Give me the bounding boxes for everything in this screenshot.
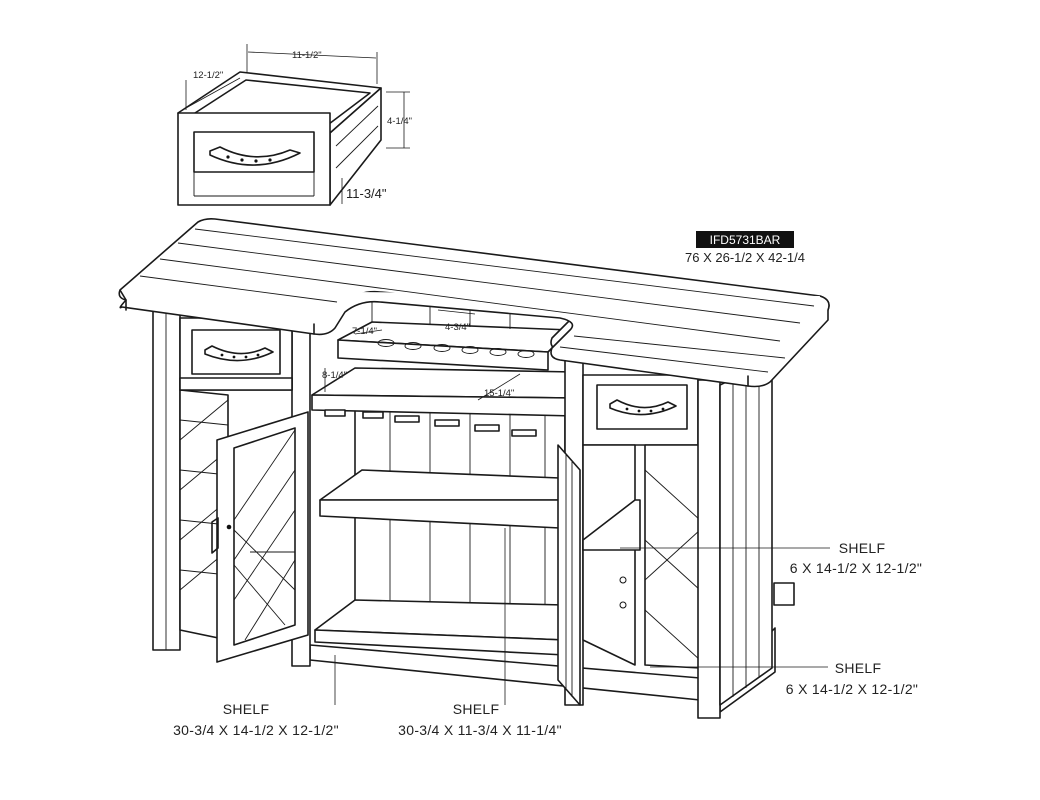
shelf-callout-center-bottom: SHELF 30-3/4 X 14-1/2 X 12-1/2" <box>173 701 339 738</box>
shelf-callout-center-middle: SHELF 30-3/4 X 11-3/4 X 11-1/4" <box>398 701 562 738</box>
overall-size: 76 X 26-1/2 X 42-1/4 <box>685 250 805 265</box>
drawer-width-dim: 11-1/2" <box>292 50 322 61</box>
right-cabinet <box>582 374 701 669</box>
glass-rack-width-dim: 15-1/4" <box>484 388 514 399</box>
shelf-label: SHELF <box>839 540 886 556</box>
shelf-size: 30-3/4 X 14-1/2 X 12-1/2" <box>173 722 339 738</box>
product-code: IFD5731BAR <box>710 233 781 247</box>
right-door <box>557 444 595 706</box>
bottle-holder <box>337 300 571 371</box>
drawer-detail: 11-1/2" 12-1/2" 4-1/4" 11-3/4" <box>177 44 412 206</box>
shelf-size: 6 X 14-1/2 X 12-1/2" <box>786 681 918 697</box>
drawer-front-dim: 11-3/4" <box>346 186 387 201</box>
center-bottom-shelf <box>314 599 566 656</box>
left-end-panel <box>152 299 229 651</box>
left-door <box>211 411 309 663</box>
glass-rack <box>311 367 576 437</box>
product-code-badge <box>696 231 794 248</box>
bar-cabinet: 7-1/4" 4-3/4" 8-1/4" 15-1/4" <box>118 218 830 719</box>
glass-rack-height-dim: 8-1/4" <box>322 370 347 381</box>
countertop <box>118 218 830 388</box>
shelf-size: 6 X 14-1/2 X 12-1/2" <box>790 560 922 576</box>
shelf-callout-right-lower: SHELF 6 X 14-1/2 X 12-1/2" <box>786 660 918 697</box>
drawer-height-dim: 4-1/4" <box>387 116 412 127</box>
drawer-depth-dim: 12-1/2" <box>193 70 223 81</box>
product-badge: IFD5731BAR 76 X 26-1/2 X 42-1/4 <box>685 231 805 265</box>
shelf-label: SHELF <box>223 701 270 717</box>
left-drawer <box>179 317 293 391</box>
right-end-panel <box>719 359 773 706</box>
center-middle-shelf <box>319 469 561 529</box>
shelf-callout-right-upper: SHELF 6 X 14-1/2 X 12-1/2" <box>790 540 922 576</box>
bottle-holder-depth-dim: 7-1/4" <box>352 326 377 337</box>
shelf-size: 30-3/4 X 11-3/4 X 11-1/4" <box>398 722 562 738</box>
shelf-label: SHELF <box>453 701 500 717</box>
bottle-holder-height-dim: 4-3/4" <box>445 322 470 333</box>
shelf-label: SHELF <box>835 660 882 676</box>
